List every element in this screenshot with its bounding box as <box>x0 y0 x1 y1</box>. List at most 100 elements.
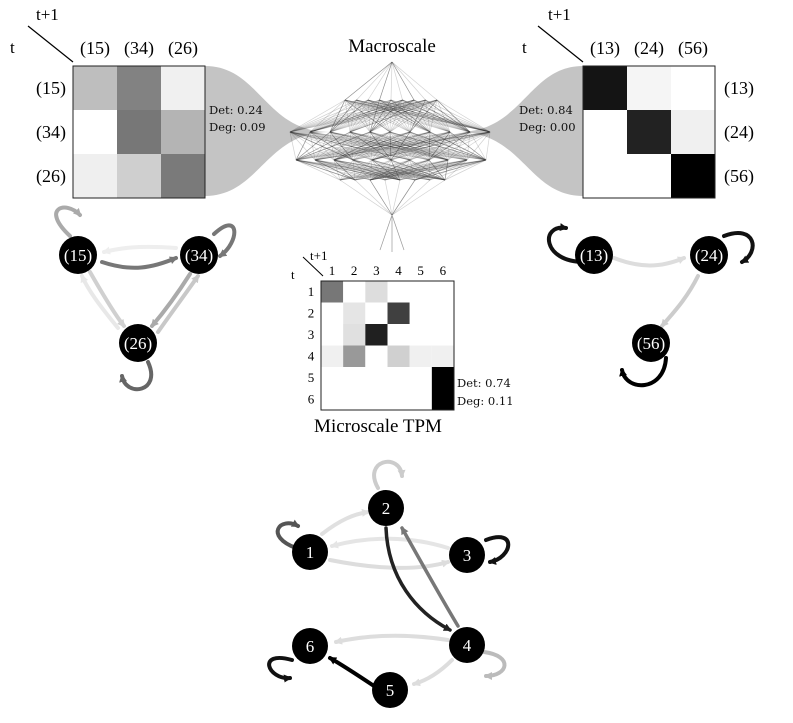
macroscale-link <box>339 159 449 181</box>
macroscale-link <box>409 131 468 161</box>
right-matrix-cell-2-2 <box>627 110 671 154</box>
macroscale-link <box>295 131 391 161</box>
macroscale-link <box>369 159 487 181</box>
node-56: (56) <box>632 324 670 362</box>
macroscale-link <box>369 159 392 181</box>
macroscale-link <box>384 179 393 216</box>
edge-1-3 <box>328 558 450 570</box>
micro-row-label-4: 4 <box>308 349 315 364</box>
macroscale-link <box>352 159 401 181</box>
macroscale-link <box>349 99 392 133</box>
macroscale-link <box>429 131 487 161</box>
micro-row-label-6: 6 <box>308 392 315 407</box>
micro-matrix-cell-3-1 <box>321 324 344 346</box>
macroscale-link <box>389 99 438 133</box>
macroscale-link <box>369 179 393 216</box>
macroscale-link <box>389 131 487 161</box>
macroscale-link <box>349 131 411 161</box>
macroscale-link <box>379 99 411 133</box>
macroscale-link <box>429 99 438 133</box>
macroscale-link <box>309 99 392 133</box>
macroscale-link <box>289 131 297 161</box>
macroscale-link <box>399 159 430 181</box>
macroscale-link <box>309 99 438 133</box>
macroscale-link <box>295 159 371 181</box>
macroscale-link <box>339 159 487 181</box>
left-matrix-cell-2-3 <box>161 110 205 154</box>
macroscale-link <box>289 131 392 161</box>
macroscale-link <box>344 99 351 133</box>
node-34-label: (34) <box>185 246 213 265</box>
edge-56-56 <box>619 356 668 388</box>
macroscale-link <box>367 99 411 133</box>
macroscale-link <box>469 131 487 161</box>
macroscale-link <box>389 99 415 133</box>
macroscale-link <box>428 159 446 181</box>
macroscale-link <box>379 99 391 133</box>
macroscale-link <box>354 179 393 216</box>
macroscale-link <box>329 99 403 133</box>
micro-matrix-cell-5-4 <box>387 367 410 389</box>
macroscale-link <box>367 99 471 133</box>
micro-col-label-5: 5 <box>417 263 424 278</box>
micro-node-2: 2 <box>368 490 404 526</box>
macroscale-link <box>390 99 451 133</box>
macroscale-link <box>369 99 380 133</box>
micro-matrix-cell-2-6 <box>431 302 455 324</box>
micro-matrix-cell-1-3 <box>365 281 388 303</box>
macroscale-link <box>309 131 449 161</box>
macroscale-link <box>289 99 357 133</box>
macroscale-link <box>379 214 393 251</box>
micro-matrix-cell-4-6 <box>431 345 455 367</box>
micro-col-label-4: 4 <box>395 263 402 278</box>
macroscale-link <box>356 99 411 133</box>
macroscale-link <box>429 159 449 181</box>
macroscale-link <box>344 99 411 133</box>
micro-matrix-cell-6-3 <box>365 388 388 410</box>
macroscale-link <box>309 99 426 133</box>
macroscale-link <box>314 159 356 181</box>
macroscale-link <box>339 159 468 181</box>
node-15-label: (15) <box>64 246 92 265</box>
macroscale-link <box>295 131 431 161</box>
macroscale-link <box>329 99 380 133</box>
right-matrix-border <box>582 65 716 199</box>
macroscale-link <box>349 99 380 133</box>
macroscale-link <box>352 131 431 161</box>
macroscale-link <box>295 159 431 181</box>
macroscale-link <box>329 99 392 133</box>
micro-matrix-cell-6-5 <box>409 388 432 410</box>
edge-13-13 <box>547 223 586 264</box>
micro-matrix-cell-1-6 <box>431 281 455 303</box>
macroscale-link <box>314 131 411 161</box>
micro-matrix-cell-2-5 <box>409 302 432 324</box>
edge-2-2 <box>372 459 406 490</box>
macroscale-link <box>384 159 449 181</box>
macroscale-link <box>429 131 449 161</box>
macroscale-link <box>414 159 468 181</box>
left-matrix-cell-3-2 <box>117 154 161 198</box>
macroscale-link <box>391 179 446 216</box>
micro-det-text: Det: 0.74 <box>457 376 511 390</box>
macroscale-link <box>371 131 491 161</box>
micro-node-6-label: 6 <box>306 637 315 656</box>
macroscale-link <box>309 131 430 161</box>
microscale-title: Microscale TPM <box>314 416 442 437</box>
right-matrix-cell-3-3 <box>671 154 715 198</box>
micro-matrix-cell-6-4 <box>387 388 410 410</box>
macroscale-link <box>369 131 411 161</box>
micro-matrix-cell-1-5 <box>409 281 432 303</box>
micro-graph <box>267 459 511 688</box>
macroscale-link <box>314 159 386 181</box>
macroscale-link <box>390 61 393 101</box>
macroscale-link <box>309 131 335 161</box>
edge-15-15 <box>54 205 82 238</box>
edge-4-4 <box>482 650 507 680</box>
macroscale-link <box>436 99 491 133</box>
macroscale-link <box>333 131 491 161</box>
macroscale-link <box>391 179 401 216</box>
node-24-label: (24) <box>695 246 723 265</box>
right-col-label-1: (13) <box>590 38 620 59</box>
left-axis-diagonal <box>27 25 74 63</box>
macroscale-link <box>289 99 346 133</box>
